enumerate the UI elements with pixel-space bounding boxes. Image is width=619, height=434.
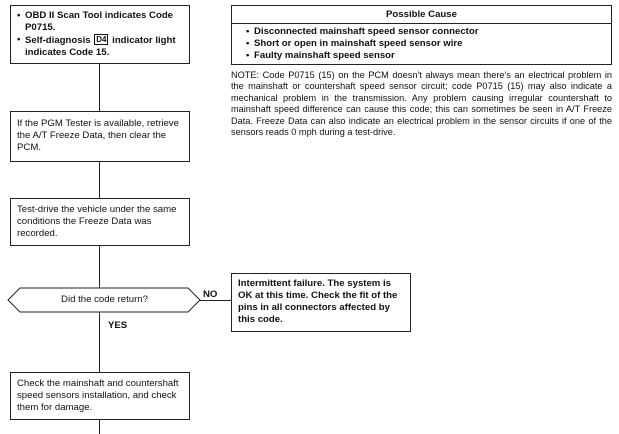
possible-cause-box: Possible Cause Disconnected mainshaft sp… xyxy=(231,5,612,65)
yes-label: YES xyxy=(108,320,128,331)
flow-line-4 xyxy=(99,312,100,372)
no-label: NO xyxy=(203,289,218,300)
flow-line-1 xyxy=(99,64,100,111)
retrieve-freeze-data-text: If the PGM Tester is available, retrieve… xyxy=(17,118,179,153)
intermittent-failure-box: Intermittent failure. The system is OK a… xyxy=(231,273,411,332)
self-diagnosis-bullet: Self-diagnosis D4 indicator light indica… xyxy=(17,34,183,59)
possible-cause-item: Short or open in mainshaft speed sensor … xyxy=(246,38,611,50)
test-drive-text: Test-drive the vehicle under the same co… xyxy=(17,204,177,239)
scan-tool-bullet: OBD II Scan Tool indicates Code P0715. xyxy=(17,10,183,34)
possible-cause-item: Faulty mainshaft speed sensor xyxy=(246,50,611,62)
indicator-text: indicator light indicates Code 15. xyxy=(25,35,176,58)
possible-cause-title: Possible Cause xyxy=(232,6,611,24)
possible-cause-item: Disconnected mainshaft speed sensor conn… xyxy=(246,26,611,38)
scan-tool-box: OBD II Scan Tool indicates Code P0715. S… xyxy=(10,5,190,64)
check-sensors-text: Check the mainshaft and countershaft spe… xyxy=(17,378,179,413)
no-branch-line xyxy=(200,300,231,301)
intermittent-failure-text: Intermittent failure. The system is OK a… xyxy=(238,278,398,325)
test-drive-box: Test-drive the vehicle under the same co… xyxy=(10,198,190,246)
retrieve-freeze-data-box: If the PGM Tester is available, retrieve… xyxy=(10,111,190,162)
check-sensors-box: Check the mainshaft and countershaft spe… xyxy=(10,372,190,420)
flow-line-3 xyxy=(99,246,100,289)
note-text: NOTE: Code P0715 (15) on the PCM doesn't… xyxy=(231,70,612,138)
decision-text: Did the code return? xyxy=(61,294,148,305)
possible-cause-list: Disconnected mainshaft speed sensor conn… xyxy=(232,24,611,62)
self-diagnosis-text: Self-diagnosis xyxy=(25,35,91,46)
d4-indicator-symbol: D4 xyxy=(94,34,109,45)
flow-line-5 xyxy=(99,420,100,434)
flow-line-2 xyxy=(99,162,100,198)
